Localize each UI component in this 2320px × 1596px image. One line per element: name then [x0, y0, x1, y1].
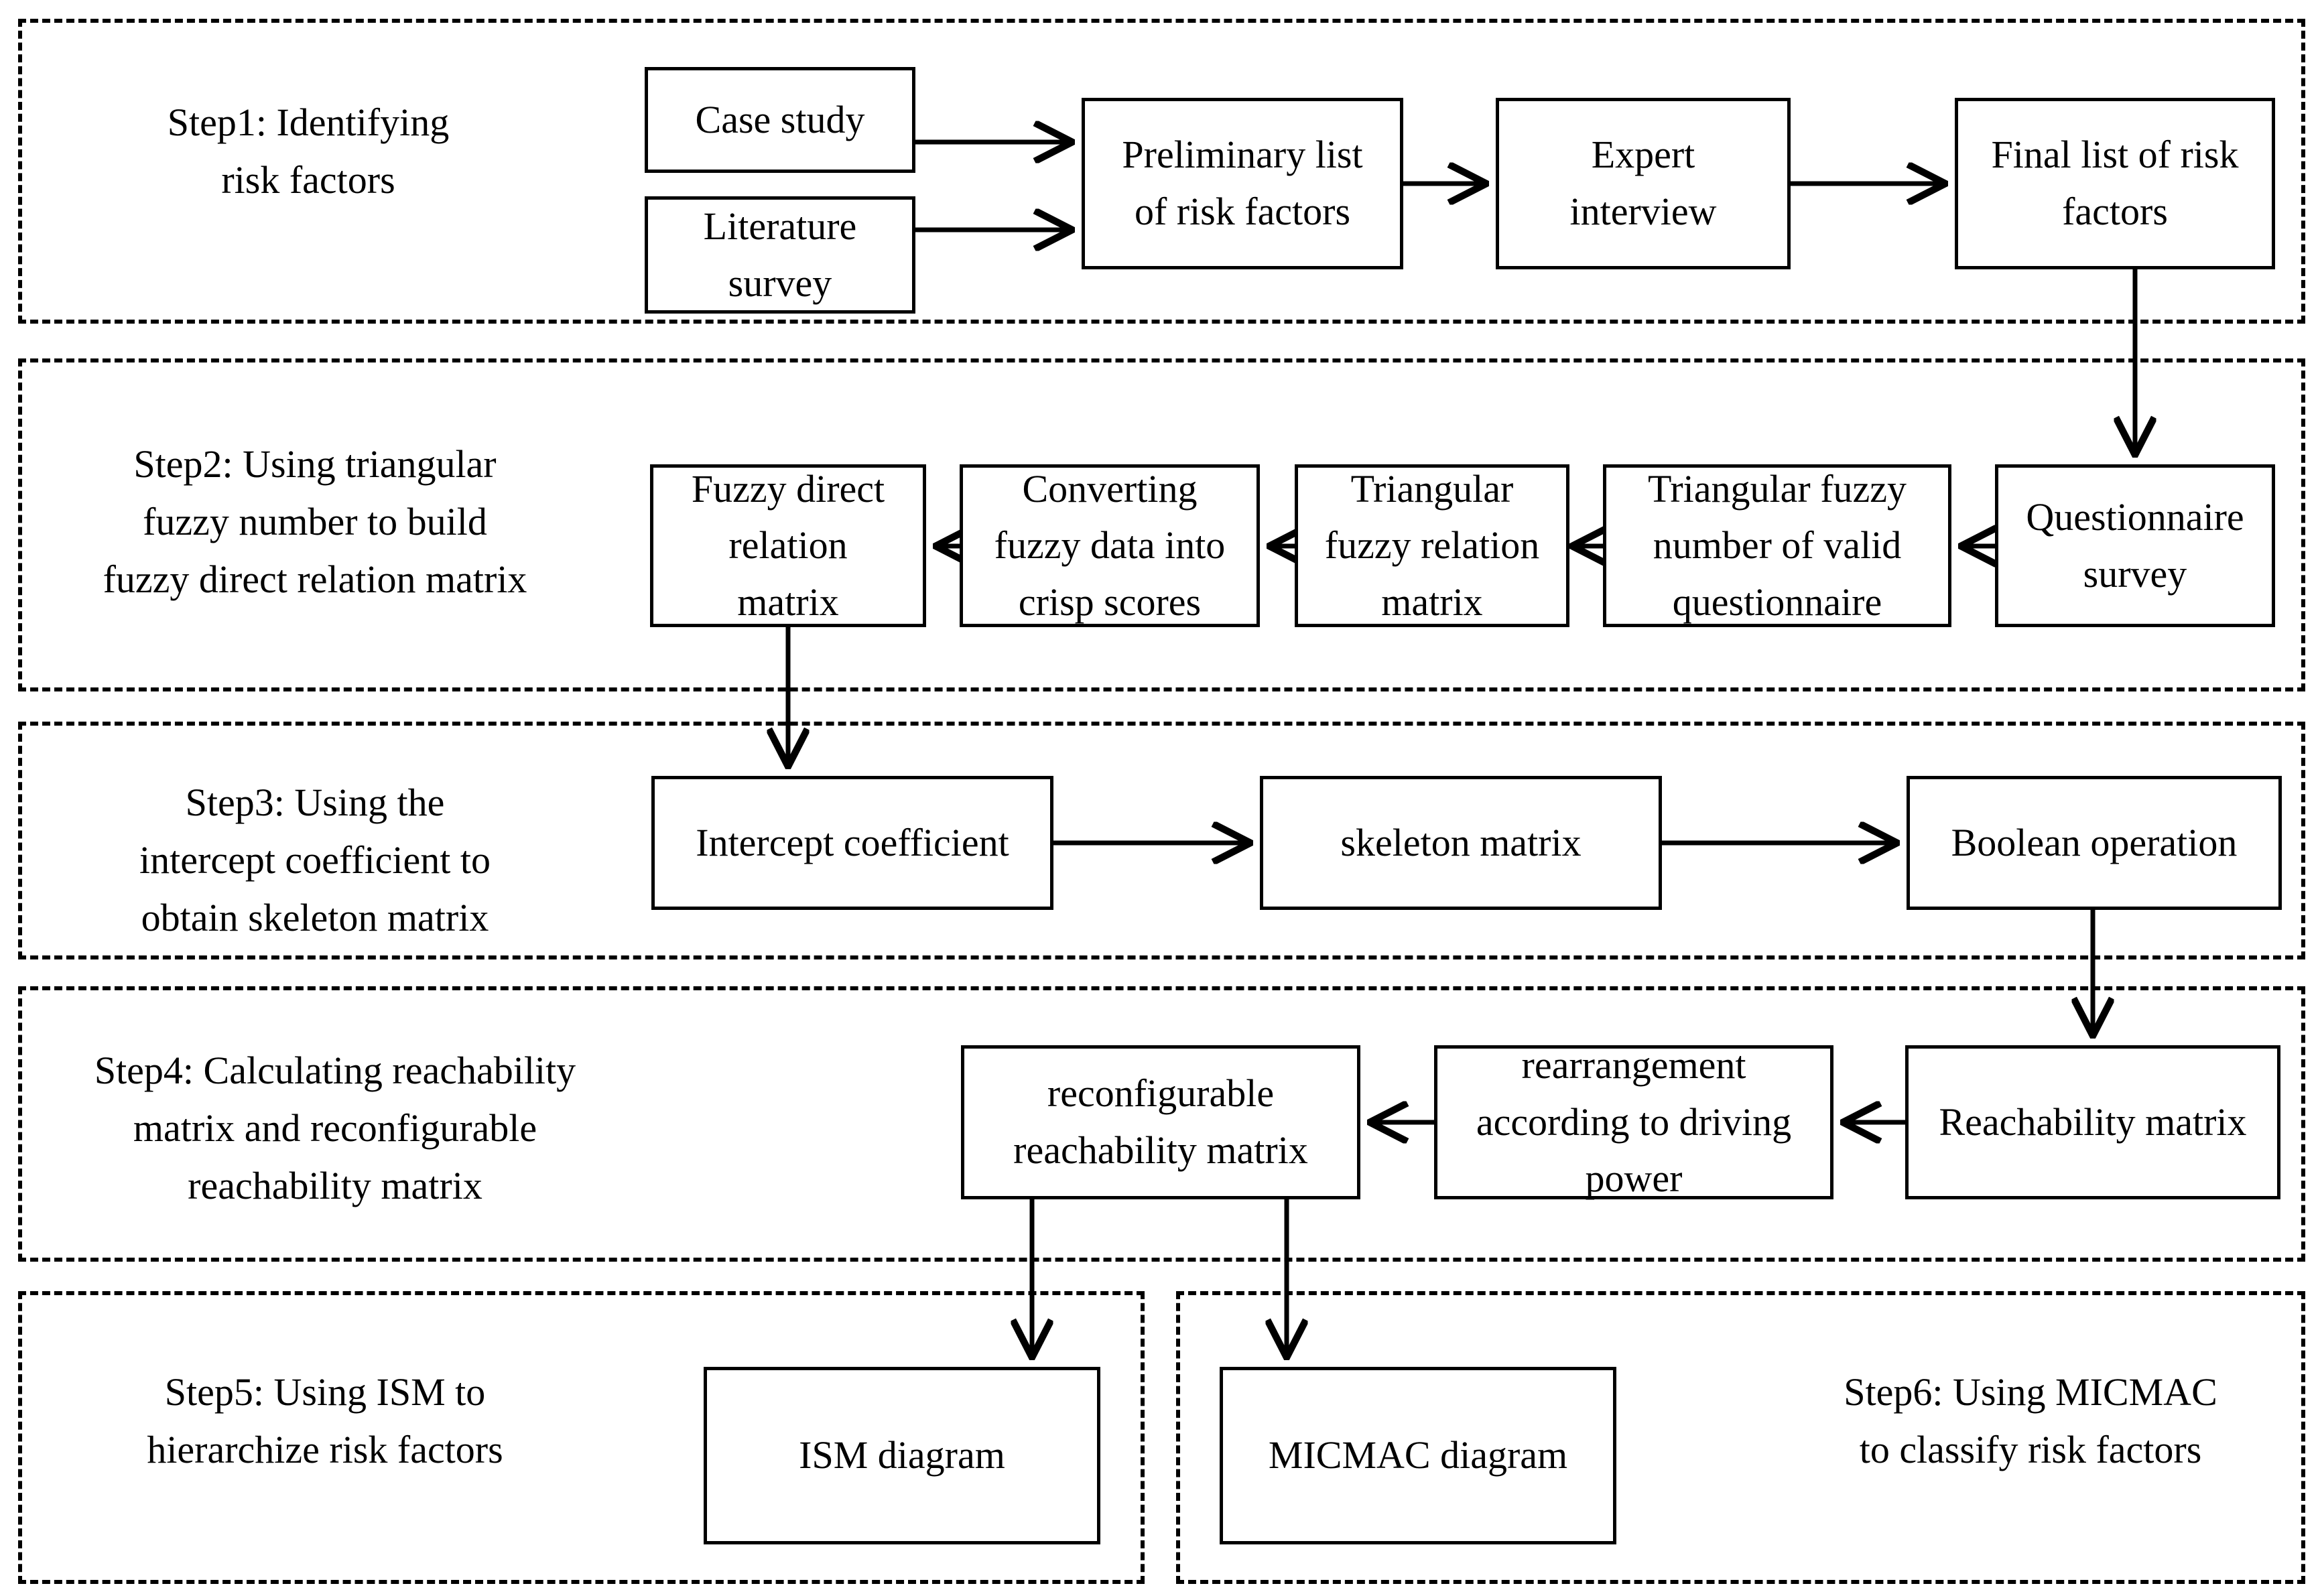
- step-label-step6: Step6: Using MICMAC to classify risk fac…: [1844, 1370, 2217, 1471]
- step-group-step6: [1176, 1291, 2305, 1584]
- step-label-step2: Step2: Using triangular fuzzy number to …: [103, 442, 527, 601]
- step-label-step1: Step1: Identifying risk factors: [167, 101, 450, 202]
- node-converting-crisp[interactable]: Converting fuzzy data into crisp scores: [960, 464, 1260, 627]
- node-triangular-valid[interactable]: Triangular fuzzy number of valid questio…: [1603, 464, 1951, 627]
- node-intercept-coefficient[interactable]: Intercept coefficient: [651, 776, 1053, 910]
- node-rearrangement[interactable]: rearrangement according to driving power: [1434, 1043, 1833, 1200]
- step-label-step3: Step3: Using the intercept coefficient t…: [139, 781, 491, 939]
- node-triangular-relation[interactable]: Triangular fuzzy relation matrix: [1295, 464, 1569, 627]
- node-questionnaire-survey[interactable]: Questionnaire survey: [1995, 464, 2275, 627]
- step-group-step2: [18, 358, 2305, 691]
- node-ism-diagram[interactable]: ISM diagram: [704, 1367, 1100, 1544]
- step-group-step5: [18, 1291, 1145, 1584]
- node-reconfigurable-matrix[interactable]: reconfigurable reachability matrix: [961, 1045, 1360, 1199]
- node-micmac-diagram[interactable]: MICMAC diagram: [1220, 1367, 1616, 1544]
- step-group-step4: [18, 986, 2305, 1262]
- step-group-step3: [18, 722, 2305, 959]
- step-label-step4: Step4: Calculating reachability matrix a…: [94, 1049, 576, 1207]
- step-label-step5: Step5: Using ISM to hierarchize risk fac…: [147, 1370, 503, 1471]
- node-reachability-matrix[interactable]: Reachability matrix: [1905, 1045, 2280, 1199]
- step-group-step1: [18, 19, 2305, 324]
- node-skeleton-matrix[interactable]: skeleton matrix: [1260, 776, 1662, 910]
- node-preliminary-list[interactable]: Preliminary list of risk factors: [1082, 98, 1403, 269]
- node-expert-interview[interactable]: Expert interview: [1496, 98, 1791, 269]
- node-final-list[interactable]: Final list of risk factors: [1955, 98, 2275, 269]
- node-case-study[interactable]: Case study: [645, 67, 915, 173]
- node-literature-survey[interactable]: Literature survey: [645, 196, 915, 314]
- node-boolean-operation[interactable]: Boolean operation: [1907, 776, 2282, 910]
- node-fuzzy-direct-matrix[interactable]: Fuzzy direct relation matrix: [650, 464, 926, 627]
